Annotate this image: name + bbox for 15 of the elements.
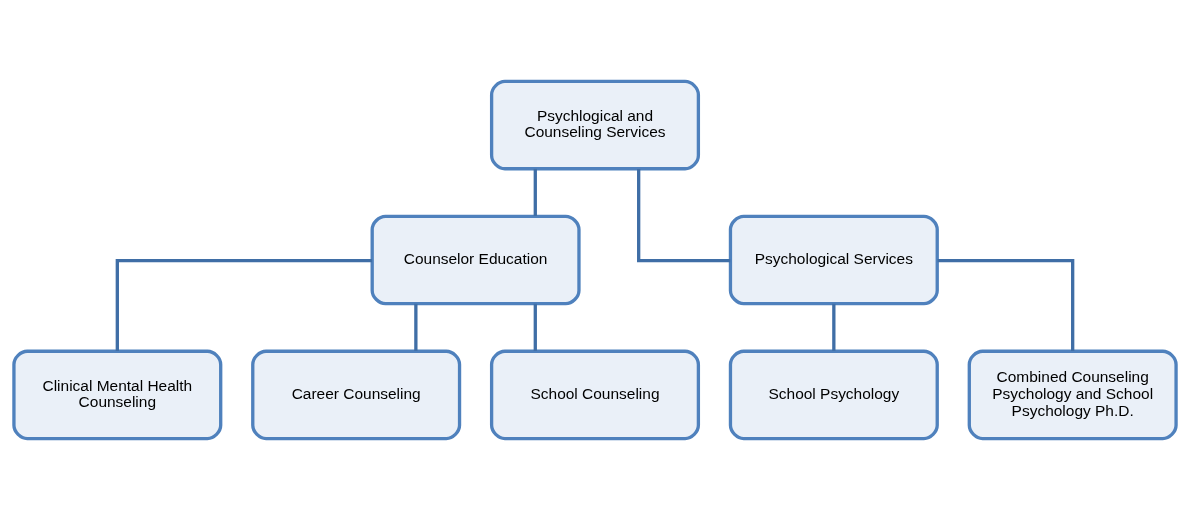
connector [937,258,1075,351]
connector [637,169,731,263]
connector [533,303,537,351]
node-box: Psychological Services [728,214,939,306]
node-box: Psychlogical and Counseling Services [489,79,701,171]
connector [414,303,418,351]
connector [832,303,836,351]
node-box: Combined Counseling Psychology and School Psychology Ph.D. [967,349,1178,441]
node-box: Clinical Mental Health Counseling [12,349,223,441]
node-box: Counselor Education [370,214,581,306]
connector [115,258,372,351]
node-box: School Psychology [728,349,939,441]
node-box: Career Counseling [251,349,462,441]
node-box: School Counseling [489,349,701,441]
connector [533,168,537,216]
